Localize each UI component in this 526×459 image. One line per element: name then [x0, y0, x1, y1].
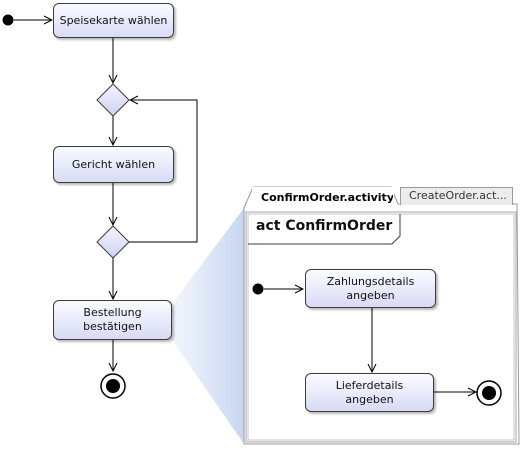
tab-create-order-label: CreateOrder.act... — [409, 189, 507, 202]
action-select-dish[interactable]: Gericht wählen — [53, 146, 174, 183]
action-confirm-order-label-line2: bestätigen — [83, 320, 142, 333]
frame-title: act ConfirmOrder — [256, 218, 393, 234]
initial-node — [2, 14, 14, 26]
action-payment-details-line2: angeben — [346, 288, 395, 302]
tab-confirm-order-label: ConfirmOrder.activity* — [261, 191, 394, 204]
action-payment-details-line1: Zahlungsdetails — [326, 274, 415, 288]
merge-node — [96, 83, 130, 117]
action-select-menu[interactable]: Speisekarte wählen — [53, 3, 174, 38]
final-node-core — [106, 379, 120, 393]
frame-title-border — [248, 214, 401, 245]
zoom-wedge — [172, 208, 244, 444]
tab-confirm-order[interactable]: ConfirmOrder.activity* — [252, 187, 394, 209]
action-delivery-details[interactable]: Lieferdetails angeben — [305, 373, 434, 412]
action-confirm-order-label-line1: Bestellung — [83, 306, 142, 319]
sub-initial-node — [252, 283, 264, 295]
action-select-menu-label: Speisekarte wählen — [59, 13, 168, 27]
action-delivery-details-line1: Lieferdetails — [335, 378, 404, 392]
action-confirm-order[interactable]: Bestellung bestätigen — [53, 300, 172, 340]
sub-final-node-core — [482, 386, 496, 400]
action-select-dish-label: Gericht wählen — [71, 157, 156, 171]
action-delivery-details-line2: angeben — [345, 392, 394, 406]
flow-loop-back — [129, 100, 198, 243]
tab-create-order[interactable]: CreateOrder.act... — [400, 187, 513, 205]
action-payment-details[interactable]: Zahlungsdetails angeben — [305, 269, 436, 308]
decision-node — [96, 225, 130, 259]
